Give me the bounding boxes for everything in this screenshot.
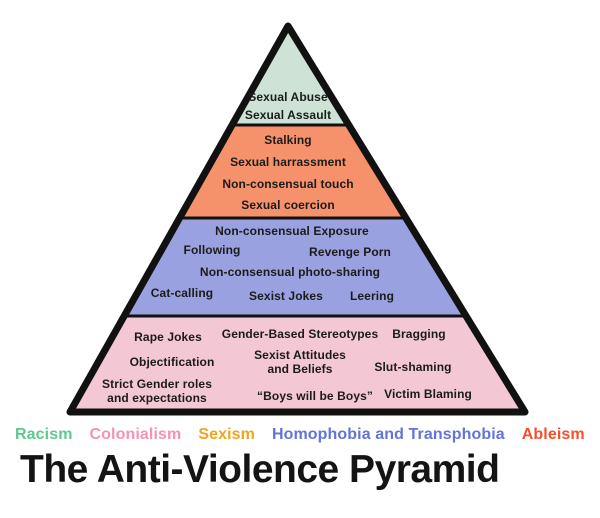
pyramid-label-objectification: Objectification — [129, 354, 215, 369]
page-title: The Anti-Violence Pyramid — [20, 448, 500, 491]
pyramid-label-non-consensual-touch: Non-consensual touch — [222, 176, 354, 191]
pyramid-label-revenge-porn: Revenge Porn — [309, 244, 391, 259]
legend: Racism Colonialism Sexism Homophobia and… — [15, 426, 585, 444]
legend-item-ableism: Ableism — [521, 426, 585, 443]
pyramid-label-bragging: Bragging — [392, 326, 446, 341]
pyramid-label-non-consensual-photo-sharing: Non-consensual photo-sharing — [199, 264, 381, 279]
pyramid-label-rape-jokes: Rape Jokes — [134, 329, 202, 344]
pyramid-label-sexual-abuse: Sexual Abuse — [248, 89, 328, 104]
pyramid-outline — [66, 22, 529, 416]
pyramid-label-non-consensual-exposure: Non-consensual Exposure — [215, 223, 369, 238]
pyramid-label-sexual-assault: Sexual Assault — [244, 107, 332, 122]
pyramid-label-sexual-harrassment: Sexual harrassment — [230, 154, 346, 169]
pyramid-label-sexist-attitudes: Sexist Attitudes and Beliefs — [254, 347, 346, 376]
pyramid-label-strict-gender-roles: Strict Gender roles and expectations — [102, 376, 212, 405]
legend-item-racism: Racism — [15, 426, 73, 443]
pyramid-label-victim-blaming: Victim Blaming — [384, 386, 472, 401]
legend-item-homophobia-and-transphobia: Homophobia and Transphobia — [271, 426, 505, 443]
legend-item-colonialism: Colonialism — [89, 426, 182, 443]
pyramid-label-sexual-coercion: Sexual coercion — [241, 197, 335, 212]
pyramid-shape — [66, 22, 529, 416]
pyramid-label-leering: Leering — [349, 288, 395, 303]
pyramid-label-sexist-jokes: Sexist Jokes — [249, 288, 323, 303]
pyramid-label-cat-calling: Cat-calling — [150, 285, 214, 300]
pyramid-label-gender-based-stereotypes: Gender-Based Stereotypes — [221, 326, 379, 341]
pyramid-label-slut-shaming: Slut-shaming — [374, 359, 452, 374]
pyramid-label-following: Following — [183, 242, 241, 257]
pyramid-label-boys-will-be-boys: “Boys will be Boys” — [257, 388, 373, 403]
legend-item-sexism: Sexism — [198, 426, 255, 443]
pyramid-label-stalking: Stalking — [264, 132, 312, 147]
